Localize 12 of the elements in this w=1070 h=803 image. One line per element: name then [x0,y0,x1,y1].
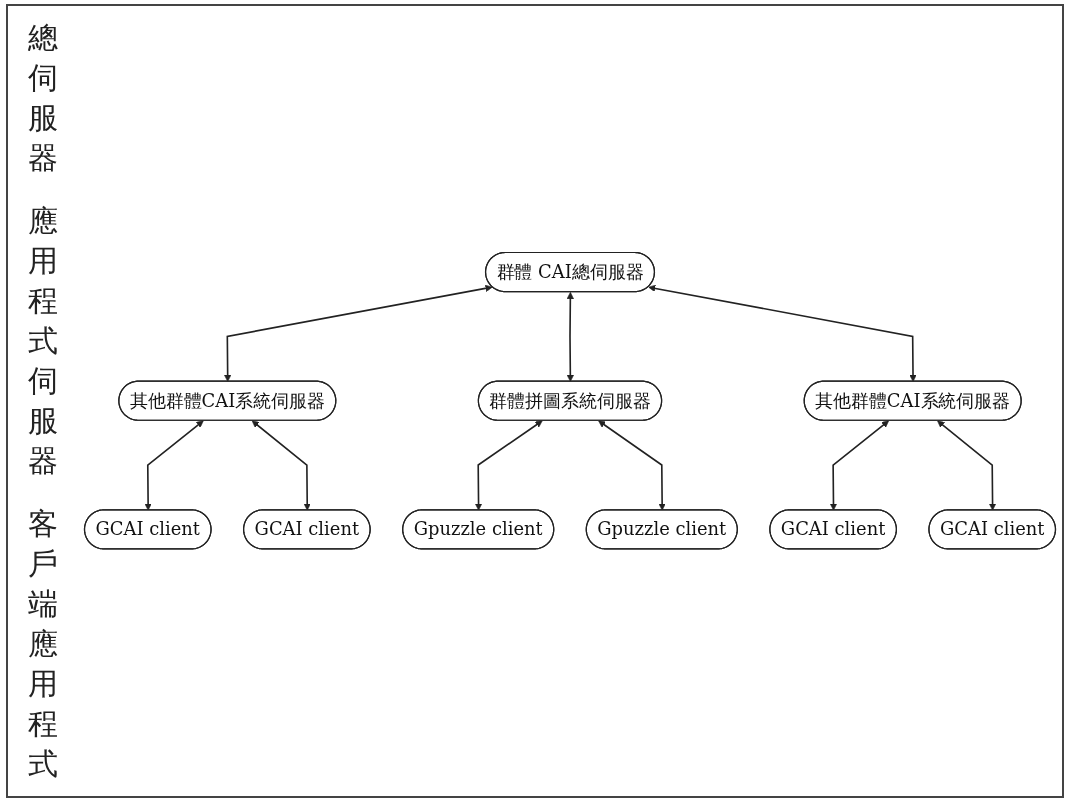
arrow [566,292,574,383]
tier-label: 總伺服器 [27,18,59,177]
arrow [937,420,997,511]
tier-label: 客戶端應用程式 [27,505,59,784]
arrow [144,420,204,511]
tier-label: 應用程式伺服器 [27,202,59,480]
arrow [224,285,493,383]
arrow [829,420,889,511]
arrow [251,420,311,511]
arrow [474,420,543,511]
arrow [648,285,917,383]
arrow [598,420,666,511]
